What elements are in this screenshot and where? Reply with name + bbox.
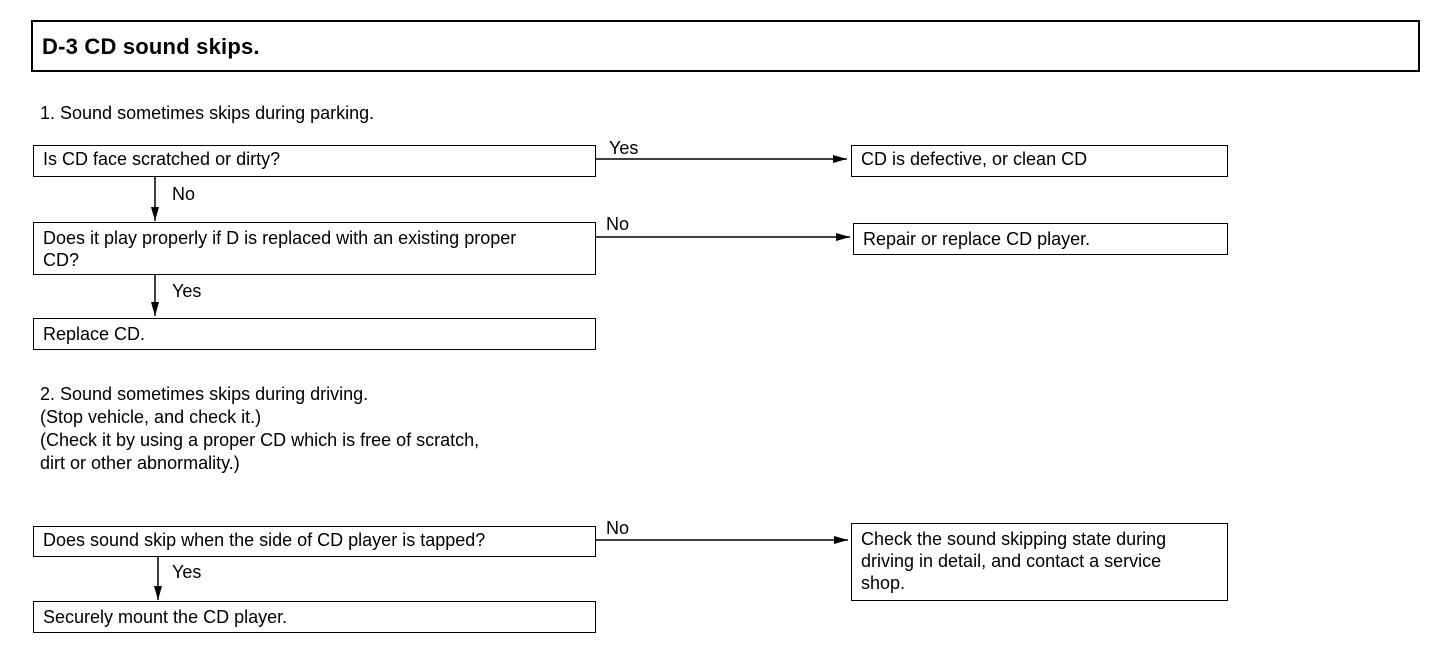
s1-q2-yes-result: Replace CD.: [33, 318, 596, 350]
s1-question-2: Does it play properly if D is replaced w…: [33, 222, 596, 275]
s1-q1-yes-result-text: CD is defective, or clean CD: [861, 149, 1088, 169]
s1-q2-no-result-text: Repair or replace CD player.: [863, 229, 1091, 249]
s2-q1-yes-result-text: Securely mount the CD player.: [43, 607, 288, 627]
s1-q2-yes-label: Yes: [172, 281, 202, 301]
section2-heading-line4: dirt or other abnormality.): [40, 453, 240, 473]
section2-heading-line1: 2. Sound sometimes skips during driving.: [40, 384, 369, 404]
s1-question-1: Is CD face scratched or dirty?: [33, 145, 596, 177]
title-box: D-3 CD sound skips.: [31, 20, 1420, 72]
s2-q1-no-label: No: [606, 518, 630, 538]
s2-q1-no-result-line2: driving in detail, and contact a service: [861, 551, 1162, 571]
s1-q1-yes-result: CD is defective, or clean CD: [851, 145, 1228, 177]
section2-heading-line3: (Check it by using a proper CD which is …: [40, 430, 480, 450]
s2-q1-no-result: Check the sound skipping state during dr…: [851, 523, 1228, 601]
section1-heading: 1. Sound sometimes skips during parking.: [40, 103, 375, 123]
s1-q2-yes-result-text: Replace CD.: [43, 324, 146, 344]
s1-question-2-line1: Does it play properly if D is replaced w…: [43, 228, 517, 248]
s2-q1-no-result-line1: Check the sound skipping state during: [861, 529, 1167, 549]
s2-q1-yes-result: Securely mount the CD player.: [33, 601, 596, 633]
s1-question-2-line2: CD?: [43, 250, 80, 270]
page-title: D-3 CD sound skips.: [42, 34, 260, 59]
s1-q2-no-label: No: [606, 214, 630, 234]
s2-question-1: Does sound skip when the side of CD play…: [33, 526, 596, 557]
s2-q1-yes-label: Yes: [172, 562, 202, 582]
s2-question-1-text: Does sound skip when the side of CD play…: [43, 530, 486, 550]
s1-question-1-text: Is CD face scratched or dirty?: [43, 149, 281, 169]
s1-q2-no-result: Repair or replace CD player.: [853, 223, 1228, 255]
section2-heading: 2. Sound sometimes skips during driving.…: [40, 383, 479, 475]
s1-q1-yes-label: Yes: [609, 138, 639, 158]
s2-q1-no-result-line3: shop.: [861, 573, 906, 593]
section2-heading-line2: (Stop vehicle, and check it.): [40, 407, 262, 427]
s1-q1-no-label: No: [172, 184, 196, 204]
